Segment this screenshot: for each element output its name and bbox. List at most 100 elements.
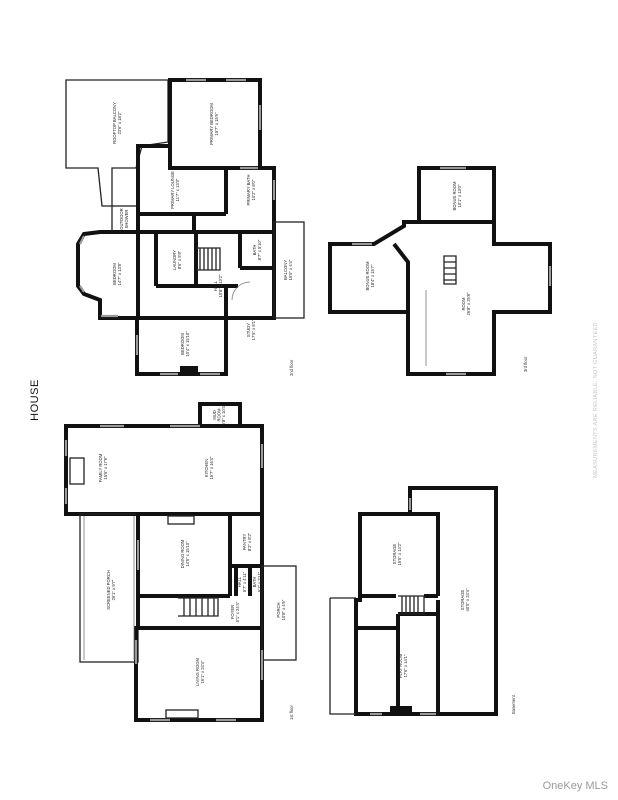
third-floor-windows <box>352 166 552 376</box>
screened-porch-size: 26'1" x 9'7" <box>111 579 116 600</box>
primary-bedroom-label: PRIMARY BEDROOM <box>209 103 214 145</box>
primary-bath-label: PRIMARY BATH <box>246 175 251 206</box>
basement-windows <box>370 498 436 716</box>
study-label: STUDY <box>246 323 251 337</box>
storage-a-label: STORAGE <box>392 544 397 565</box>
mud-room-label-1: MUD <box>212 410 217 420</box>
rooftop-balcony-outline <box>65 79 169 207</box>
svg-text:LIVING ROOM16'1" x 24'4": LIVING ROOM16'1" x 24'4" <box>195 658 205 686</box>
basement-interior-walls <box>356 512 440 714</box>
first-floor-interior-walls <box>136 514 262 630</box>
dining-room-label: DINING ROOM <box>180 539 185 568</box>
family-room-label: FAMILY ROOM <box>98 453 103 482</box>
basement-furnace-mark <box>390 706 412 714</box>
balcony-outline <box>273 221 305 319</box>
living-room-size: 16'1" x 24'4" <box>200 660 205 683</box>
outdoor-shower-label-2: SHOWER <box>124 210 129 229</box>
svg-text:MUDROOM5'8" x 10'4": MUDROOM5'8" x 10'4" <box>212 404 226 425</box>
svg-text:OUTDOORSHOWER: OUTDOORSHOWER <box>119 208 129 229</box>
svg-text:FAMILY ROOM15'6" x 17'9": FAMILY ROOM15'6" x 17'9" <box>98 453 108 482</box>
svg-text:HALL5'7" x 4'11": HALL5'7" x 4'11" <box>237 571 247 592</box>
second-floor-interior-walls <box>136 168 274 320</box>
svg-text:HALL15'8" x 13'2": HALL15'8" x 13'2" <box>213 274 223 297</box>
bonus-room-b-label: BONUS ROOM <box>365 261 370 291</box>
rooftop-balcony-size: 22'6" x 18'2" <box>117 111 122 134</box>
svg-text:PORCH10'8" x 4'6": PORCH10'8" x 4'6" <box>276 599 286 620</box>
third-floor-plan: BONUS ROOM10'1" x 13'0" BONUS ROOM18'4" … <box>328 166 552 376</box>
primary-bedroom-size: 15'7" x 15'6" <box>214 112 219 135</box>
bath-2-label: BATH <box>252 245 257 256</box>
hall-2-label: HALL <box>213 280 218 291</box>
room-3-size: 26'8" x 25'8" <box>466 292 471 315</box>
second-floor-plan: ROOFTOP BALCONY22'6" x 18'2" PRIMARY BED… <box>65 78 305 376</box>
measurements-disclaimer: MEASUREMENTS ARE RELIABLE, NOT GUARANTEE… <box>593 322 599 478</box>
hall-swing-arc <box>231 281 251 301</box>
mud-room-size: 5'8" x 10'4" <box>221 404 226 425</box>
storage-a-size: 16'5" x 14'2" <box>397 542 402 565</box>
fireplace-mark <box>180 366 198 373</box>
play-room-size: 17'6" x 14'1" <box>403 654 408 677</box>
laundry-label: LAUNDRY <box>172 250 177 270</box>
basement-bulkhead <box>329 597 356 715</box>
svg-text:FOYER5'1" x 24'4": FOYER5'1" x 24'4" <box>230 601 240 622</box>
basement-label: Basement <box>511 694 516 714</box>
svg-text:BONUS ROOM18'4" x 15'7": BONUS ROOM18'4" x 15'7" <box>365 261 375 291</box>
foyer-label: FOYER <box>230 605 235 619</box>
pantry-size: 8'2" x 8'2" <box>247 532 252 551</box>
third-floor-walls <box>328 166 552 376</box>
living-room-fireplace <box>165 709 199 719</box>
primary-bath-size: 10'2" x 8'0" <box>251 179 256 200</box>
svg-text:ROOFTOP BALCONY22'6" x 18'2": ROOFTOP BALCONY22'6" x 18'2" <box>112 102 122 144</box>
study-size: 17'5" x 8'1" <box>251 319 256 340</box>
family-kitchen-walls <box>64 424 264 516</box>
first-floor-label: 1st floor <box>289 704 294 720</box>
porch-label: PORCH <box>276 602 281 617</box>
balcony-label: BALCONY <box>283 260 288 280</box>
bath-1-size: 5'1" x 2'11" <box>257 571 262 592</box>
svg-text:STORAGE40'5" x 24'4": STORAGE40'5" x 24'4" <box>460 588 470 611</box>
storage-b-size: 40'5" x 24'4" <box>465 588 470 611</box>
bath-1-label: BATH <box>252 577 257 588</box>
basement-plan: STORAGE16'5" x 14'2" STORAGE40'5" x 24'4… <box>329 486 516 716</box>
pantry-label: PANTRY <box>242 533 247 550</box>
svg-text:BALCONY15'5" x 4'4": BALCONY15'5" x 4'4" <box>283 259 293 280</box>
porch-outline <box>261 565 297 661</box>
bedroom-2b-size: 10'4" x 15'10" <box>185 331 190 357</box>
svg-text:BONUS ROOM10'1" x 13'0": BONUS ROOM10'1" x 13'0" <box>452 181 462 211</box>
hall-1-label: HALL <box>237 576 242 587</box>
living-room-label: LIVING ROOM <box>195 658 200 686</box>
house-title: HOUSE <box>29 379 41 421</box>
second-floor-windows <box>79 78 276 376</box>
kitchen-size: 15'7" x 16'4" <box>209 456 214 479</box>
dining-room-size: 14'6" x 15'10" <box>185 541 190 567</box>
hall-2-size: 15'8" x 13'2" <box>218 274 223 297</box>
third-floor-label: 3rd floor <box>523 356 528 372</box>
svg-text:PRIMARY LOUNGE11'7" x 13'3": PRIMARY LOUNGE11'7" x 13'3" <box>170 171 180 209</box>
storage-b-label: STORAGE <box>460 590 465 611</box>
balcony-size: 15'5" x 4'4" <box>288 259 293 280</box>
family-room-fireplace <box>69 457 85 485</box>
porch-size: 10'8" x 4'6" <box>281 599 286 620</box>
bedroom-2a-size: 14'7" x 13'8" <box>117 262 122 285</box>
svg-text:ROOM26'8" x 25'8": ROOM26'8" x 25'8" <box>461 292 471 315</box>
first-floor-windows <box>64 424 264 722</box>
primary-lounge-size: 11'7" x 13'3" <box>175 178 180 201</box>
svg-text:PRIMARY BEDROOM15'7" x 15'6": PRIMARY BEDROOM15'7" x 15'6" <box>209 103 219 145</box>
svg-text:BEDROOM10'4" x 15'10": BEDROOM10'4" x 15'10" <box>180 331 190 357</box>
first-floor-plan: MUDROOM5'8" x 10'4" FAMILY ROOM15'6" x 1… <box>64 402 297 722</box>
rooftop-balcony-label: ROOFTOP BALCONY <box>112 102 117 144</box>
dining-room-fireplace <box>167 515 195 525</box>
bonus-room-a-size: 10'1" x 13'0" <box>457 184 462 207</box>
second-floor-stair <box>196 247 221 271</box>
svg-text:STUDY17'5" x 8'1": STUDY17'5" x 8'1" <box>246 319 256 340</box>
svg-text:PRIMARY BATH10'2" x 8'0": PRIMARY BATH10'2" x 8'0" <box>246 175 256 206</box>
second-floor-label: 2nd floor <box>289 359 294 376</box>
kitchen-label: KITCHEN <box>204 459 209 477</box>
svg-text:STORAGE16'5" x 14'2": STORAGE16'5" x 14'2" <box>392 542 402 565</box>
svg-text:PLAY ROOM17'6" x 14'1": PLAY ROOM17'6" x 14'1" <box>398 653 408 678</box>
room-3-label: ROOM <box>461 297 466 311</box>
svg-text:PANTRY8'2" x 8'2": PANTRY8'2" x 8'2" <box>242 532 252 551</box>
bonus-room-a-label: BONUS ROOM <box>452 181 457 211</box>
basement-stair <box>398 595 425 615</box>
